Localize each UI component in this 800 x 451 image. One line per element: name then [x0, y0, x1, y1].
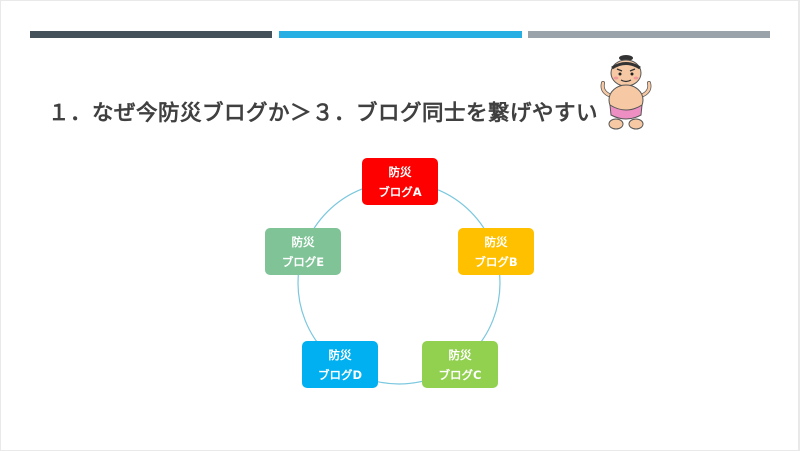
node-label-line2: ブログE — [281, 254, 325, 269]
accent-bar-dark — [30, 31, 272, 38]
node-label-line1: 防災 — [448, 347, 472, 362]
cycle-node-blog-c: 防災 ブログC — [422, 341, 498, 388]
cycle-node-blog-e: 防災 ブログE — [265, 228, 341, 275]
cycle-node-blog-d: 防災 ブログD — [302, 341, 378, 388]
node-label-line2: ブログD — [317, 367, 363, 382]
sumo-mascot-icon — [600, 55, 652, 130]
node-label-line2: ブログA — [378, 184, 422, 199]
accent-bar-gray — [528, 31, 770, 38]
accent-bar-blue — [279, 31, 522, 38]
node-label-line1: 防災 — [291, 234, 315, 249]
slide-title: １．なぜ今防災ブログか＞３．ブログ同士を繋げやすい — [48, 101, 599, 126]
cycle-node-blog-b: 防災 ブログB — [458, 228, 534, 275]
node-label-line1: 防災 — [388, 164, 412, 179]
cycle-node-blog-a: 防災 ブログA — [362, 158, 438, 205]
node-label-line1: 防災 — [484, 234, 508, 249]
node-label-line2: ブログC — [438, 367, 482, 382]
node-label-line1: 防災 — [328, 347, 352, 362]
node-label-line2: ブログB — [474, 254, 518, 269]
